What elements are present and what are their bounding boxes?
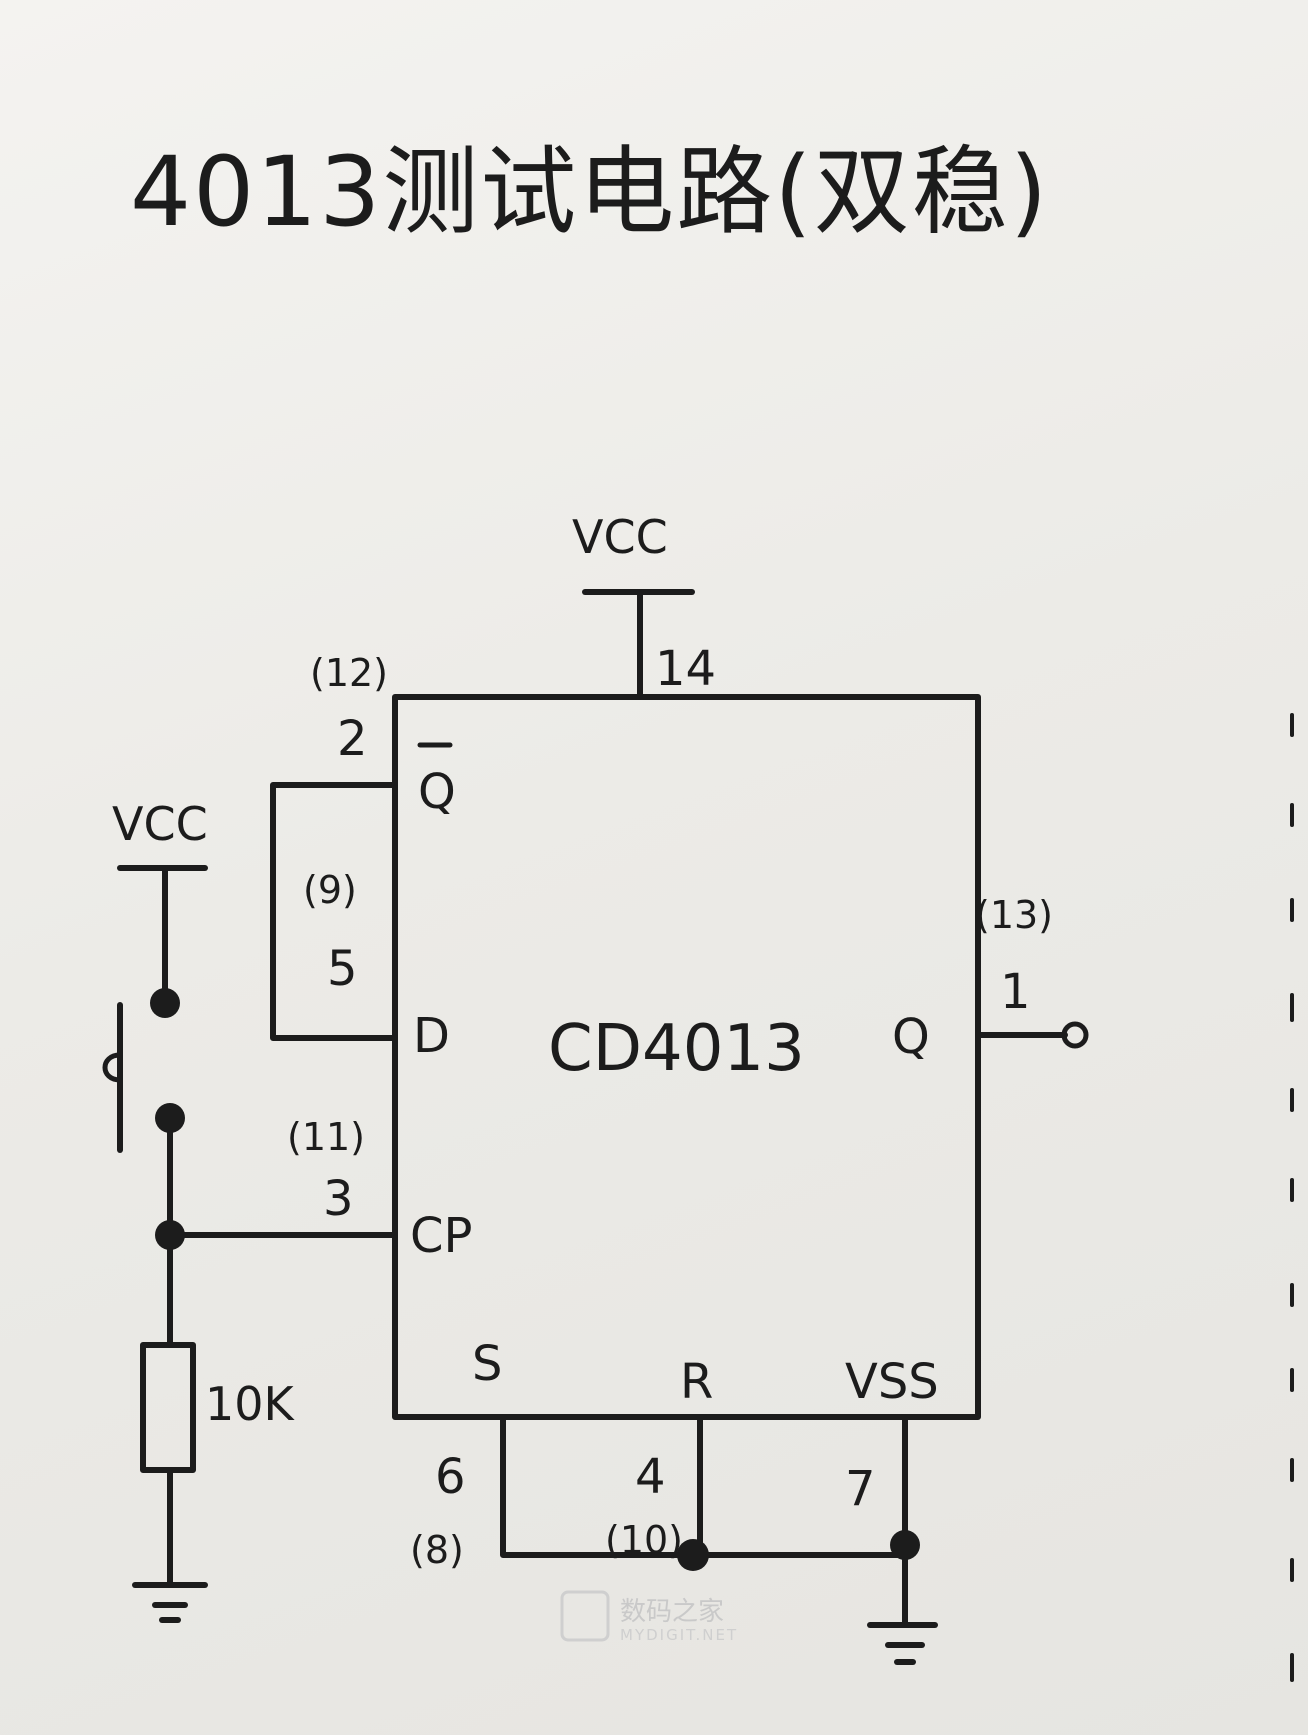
- cp-label: CP: [410, 1208, 472, 1264]
- vss-label: VSS: [845, 1354, 939, 1410]
- resistor-value: 10K: [205, 1377, 296, 1431]
- watermark-cn: 数码之家: [620, 1597, 724, 1627]
- resistor: [140, 1342, 196, 1473]
- pin11-alt: (11): [287, 1115, 365, 1159]
- pin7-number: 7: [845, 1461, 876, 1517]
- pin9-alt: (9): [303, 868, 357, 912]
- r-label: R: [680, 1354, 713, 1410]
- switch-button: [102, 1052, 123, 1083]
- watermark: 数码之家 MYDIGIT.NET: [560, 1590, 738, 1644]
- pin6-number: 6: [435, 1449, 466, 1505]
- vss-junction: [890, 1530, 920, 1560]
- q-label: Q: [892, 1009, 930, 1065]
- chip-body: [392, 694, 981, 1420]
- pin14-number: 14: [655, 641, 716, 697]
- pin1-number: 1: [1000, 964, 1031, 1020]
- watermark-en: MYDIGIT.NET: [620, 1626, 738, 1644]
- pin4-number: 4: [635, 1449, 666, 1505]
- vcc-top-label: VCC: [572, 510, 668, 564]
- d-label: D: [413, 1008, 450, 1064]
- s-to-ground-wire: [500, 1414, 908, 1558]
- q-output-terminal: [1061, 1021, 1089, 1049]
- pin5-number: 5: [327, 941, 358, 997]
- switch-contact-top: [150, 988, 180, 1018]
- chip-name: CD4013: [548, 1012, 805, 1086]
- qbar-label: Q: [418, 764, 456, 820]
- pin12-alt: (12): [310, 651, 388, 695]
- pin8-alt: (8): [410, 1528, 464, 1572]
- feedback-wire: [270, 782, 398, 1041]
- r-junction: [677, 1539, 709, 1571]
- watermark-logo-icon: [560, 1590, 610, 1642]
- cp-junction: [155, 1220, 185, 1250]
- pin2-number: 2: [337, 711, 368, 767]
- pin13-alt: (13): [975, 893, 1053, 937]
- diagram-title: 4013测试电路(双稳): [130, 136, 1049, 248]
- vcc-left-label: VCC: [112, 797, 208, 851]
- s-label: S: [472, 1336, 502, 1392]
- pin3-number: 3: [323, 1171, 354, 1227]
